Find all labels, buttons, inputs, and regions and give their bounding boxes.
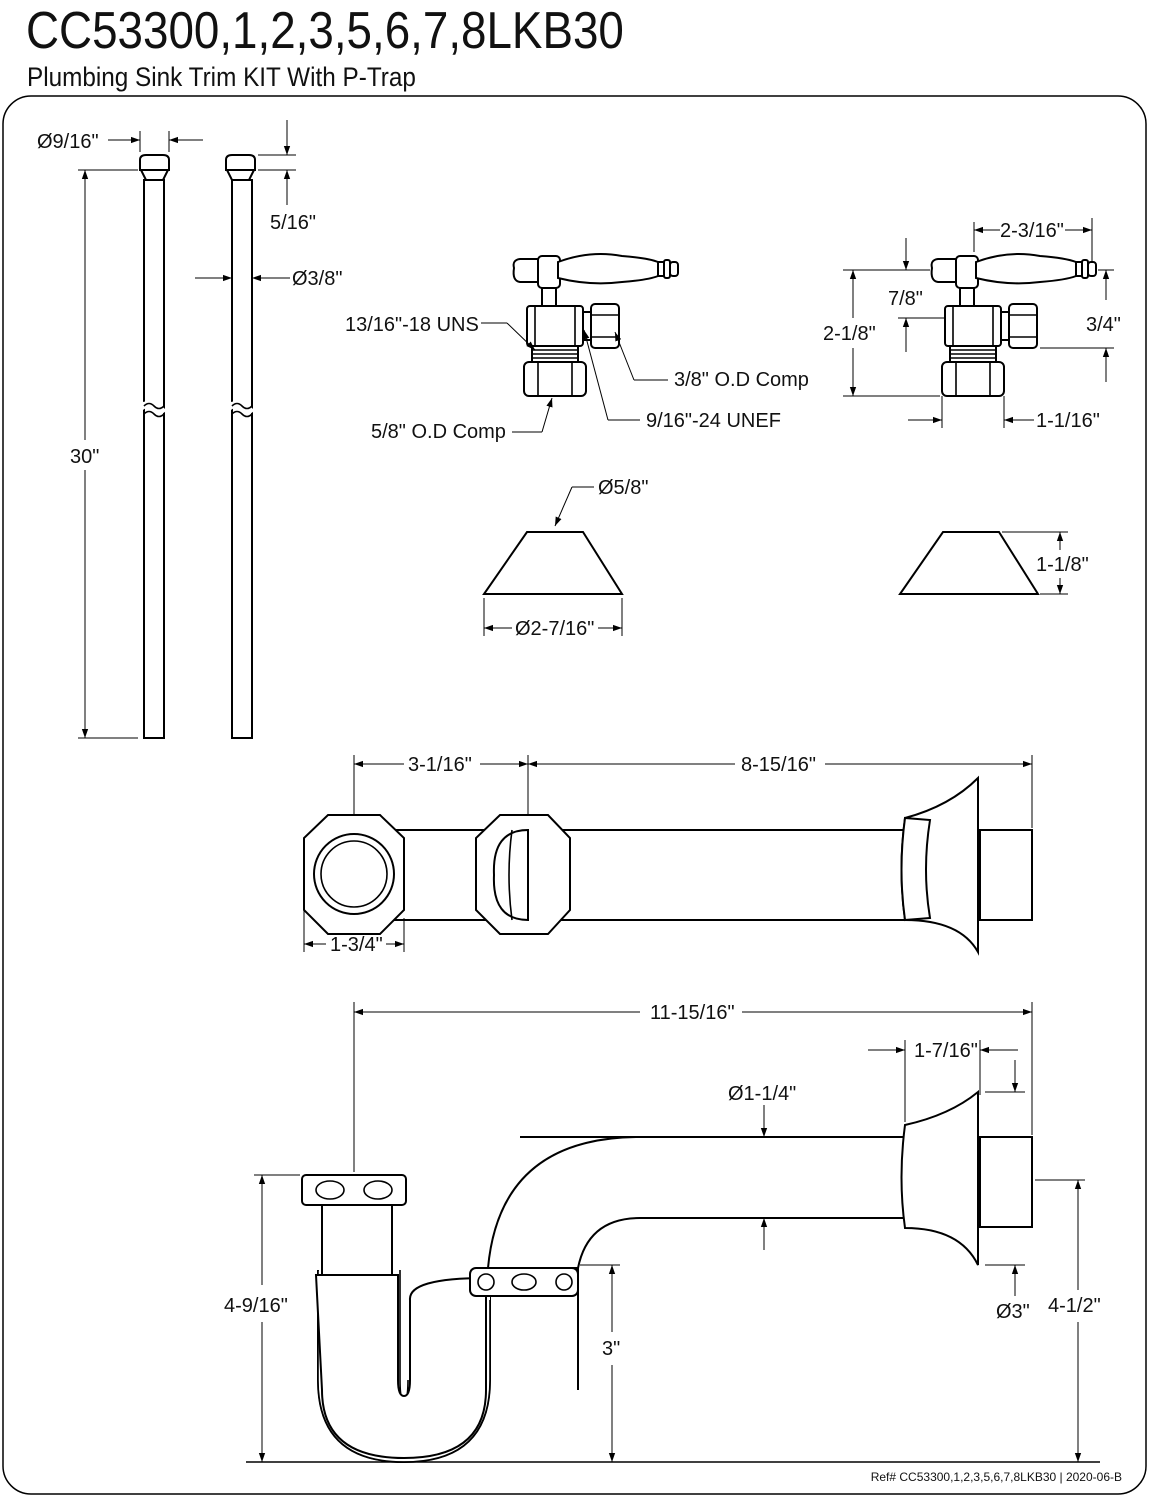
dim-trap-height (580, 1264, 620, 1462)
label-valve-height: 2-1/8" (823, 323, 876, 345)
stop-valve-side (930, 253, 1097, 397)
dim-overall-length (353, 1002, 1033, 1172)
dim-valve-height (843, 269, 940, 397)
label-flange-depth: 1-7/16" (914, 1040, 978, 1062)
label-ptrap-nut: 1-3/4" (330, 934, 383, 956)
escutcheon-right (898, 531, 1040, 595)
dim-tube-head-diameter (108, 131, 203, 152)
label-overall-length: 11-15/16" (650, 1002, 735, 1024)
escutcheon-left (482, 531, 624, 595)
drawing-title: CC53300,1,2,3,5,6,7,8LKB30 (26, 2, 624, 60)
dim-escutcheon-height (1002, 531, 1068, 595)
label-tube-length: 30" (70, 446, 99, 468)
label-pipe-diameter: Ø1-1/4" (728, 1083, 796, 1105)
dim-valve-width (973, 218, 1093, 262)
dim-ptrap-arm (528, 755, 1033, 828)
label-ptrap-offset: 3-1/16" (408, 754, 472, 776)
dim-escutcheon-hole (554, 486, 594, 527)
label-outlet-thread: 9/16"-24 UNEF (646, 410, 781, 432)
label-escutcheon-base: Ø2-7/16" (515, 618, 594, 640)
label-tube-head-height: 5/16" (270, 212, 316, 234)
dim-tube-length (78, 169, 138, 739)
label-flange-diameter: Ø3" (996, 1301, 1030, 1323)
label-valve-depth: 1-1/16" (1036, 410, 1100, 432)
dim-outlet-height (1035, 1179, 1085, 1462)
reference-number: Ref# CC53300,1,2,3,5,6,7,8LKB30 | 2020-0… (871, 1470, 1122, 1484)
label-valve-handle-drop: 7/8" (888, 288, 923, 310)
label-tube-diameter: Ø3/8" (292, 268, 342, 290)
label-valve-width: 2-3/16" (1000, 220, 1064, 242)
label-ptrap-arm: 8-15/16" (741, 754, 816, 776)
label-tube-head-diameter: Ø9/16" (37, 131, 99, 153)
callout-lines-valve (481, 322, 668, 433)
label-valve-outlet-height: 3/4" (1086, 314, 1121, 336)
dim-tube-head-height (258, 120, 296, 205)
label-outlet-height: 4-1/2" (1048, 1295, 1101, 1317)
dim-flange-diameter (985, 1060, 1025, 1296)
stop-valve-front (512, 253, 679, 397)
dim-escutcheon-base (483, 598, 623, 636)
drawing-frame (2, 95, 1147, 1495)
supply-tube-2 (225, 154, 256, 739)
drawing-subtitle: Plumbing Sink Trim KIT With P-Trap (27, 62, 416, 92)
ptrap-top-view (303, 775, 1033, 956)
label-inlet-height: 4-9/16" (224, 1295, 288, 1317)
label-escutcheon-hole: Ø5/8" (598, 477, 648, 499)
dim-flange-depth (868, 1040, 1018, 1122)
label-escutcheon-height: 1-1/8" (1036, 554, 1089, 576)
ptrap-side-view (301, 1089, 1033, 1464)
dim-valve-handle-drop (898, 238, 944, 352)
label-inlet-thread: 13/16"-18 UNS (345, 314, 479, 336)
label-inlet-comp: 5/8" O.D Comp (371, 421, 506, 443)
dim-valve-depth (908, 396, 1034, 428)
supply-tube-1 (137, 154, 170, 739)
label-trap-height: 3" (602, 1338, 620, 1360)
dim-ptrap-nut (303, 895, 405, 952)
dim-valve-outlet-height (1040, 269, 1114, 382)
label-outlet-comp: 3/8" O.D Comp (674, 369, 809, 391)
